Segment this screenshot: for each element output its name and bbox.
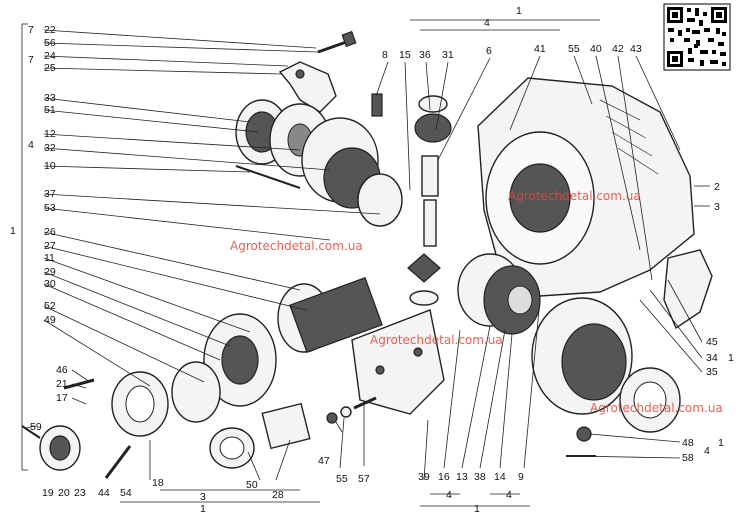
- callout-11: 11: [44, 252, 55, 264]
- callout-13: 13: [456, 471, 468, 483]
- callout-1c: 1: [728, 352, 734, 364]
- callout-15: 15: [399, 49, 411, 61]
- callout-42: 42: [612, 43, 624, 55]
- callout-25: 25: [44, 62, 56, 74]
- watermark-3: Agrotechdetal.com.ua: [370, 333, 503, 347]
- callout-37: 37: [44, 188, 56, 200]
- cover-plate-39: [351, 309, 445, 415]
- callout-41: 41: [534, 43, 546, 55]
- callout-32: 32: [44, 142, 56, 154]
- callout-57: 57: [358, 473, 370, 485]
- callout-18: 18: [152, 477, 164, 489]
- right-hub-assembly: [531, 249, 713, 433]
- callout-46: 46: [56, 364, 68, 376]
- callout-36: 36: [419, 49, 431, 61]
- callout-24: 24: [44, 50, 56, 62]
- callout-23: 23: [74, 487, 86, 499]
- callout-35: 35: [706, 366, 718, 378]
- callout-50: 50: [246, 479, 258, 491]
- callout-3a: 3: [200, 491, 206, 503]
- callout-54: 54: [120, 487, 132, 499]
- callout-44: 44: [98, 487, 110, 499]
- callout-28: 28: [272, 489, 284, 501]
- callout-4b: 4: [704, 445, 710, 457]
- callout-47: 47: [318, 455, 330, 467]
- callout-43: 43: [630, 43, 642, 55]
- callout-10: 10: [44, 160, 56, 172]
- callout-21: 21: [56, 378, 68, 390]
- callout-1a: 1: [10, 225, 16, 237]
- callout-19: 19: [42, 487, 54, 499]
- callout-20: 20: [58, 487, 70, 499]
- callout-7a: 7: [28, 24, 34, 36]
- callout-6: 6: [486, 45, 492, 57]
- callout-1d: 1: [718, 437, 724, 449]
- callout-58: 58: [682, 452, 694, 464]
- callout-40: 40: [590, 43, 602, 55]
- callout-12: 12: [44, 128, 56, 140]
- leader-lines: [21, 19, 710, 507]
- callout-1top: 1: [516, 5, 522, 17]
- callout-33: 33: [44, 92, 56, 104]
- callout-2: 2: [714, 181, 720, 193]
- callout-4d: 4: [506, 489, 512, 501]
- callout-3: 3: [714, 201, 720, 213]
- upper-left-assembly: [235, 99, 403, 227]
- watermark-1: Agrotechdetal.com.ua: [508, 189, 641, 203]
- callout-26: 26: [44, 226, 56, 238]
- callout-29: 29: [44, 266, 56, 278]
- callout-9: 9: [518, 471, 524, 483]
- watermark-4: Agrotechdetal.com.ua: [590, 401, 723, 415]
- callout-labels: 7 22 56 7 24 25 33 51 4 12 32 10 37 53 1…: [10, 5, 734, 515]
- callout-34: 34: [706, 352, 718, 364]
- callout-4top: 4: [484, 17, 490, 29]
- callout-59: 59: [30, 421, 42, 433]
- callout-55b: 55: [336, 473, 348, 485]
- callout-27: 27: [44, 240, 56, 252]
- main-housing: [477, 77, 695, 297]
- callout-14: 14: [494, 471, 506, 483]
- callout-4a: 4: [28, 139, 34, 151]
- qr-code: [663, 3, 731, 71]
- callout-56: 56: [44, 37, 56, 49]
- callout-39: 39: [418, 471, 430, 483]
- callout-52: 52: [44, 300, 56, 312]
- callout-53: 53: [44, 202, 56, 214]
- middle-gear-assembly: [457, 253, 541, 335]
- callout-51: 51: [44, 104, 56, 116]
- bolt-22: [317, 30, 357, 54]
- callout-22: 22: [44, 24, 56, 36]
- callout-55: 55: [568, 43, 580, 55]
- watermark-2: Agrotechdetal.com.ua: [230, 239, 363, 253]
- callout-8: 8: [382, 49, 388, 61]
- lower-small-parts: [21, 378, 596, 479]
- callout-30: 30: [44, 278, 56, 290]
- callout-4c: 4: [446, 489, 452, 501]
- center-pinion-stack: [371, 93, 452, 306]
- callout-49: 49: [44, 314, 56, 326]
- bracket-25: [278, 61, 337, 113]
- callout-1e: 1: [474, 503, 480, 515]
- callout-45: 45: [706, 336, 718, 348]
- callout-48: 48: [682, 437, 694, 449]
- callout-31: 31: [442, 49, 454, 61]
- callout-1b: 1: [200, 503, 206, 515]
- callout-16: 16: [438, 471, 450, 483]
- callout-7b: 7: [28, 54, 34, 66]
- callout-38: 38: [474, 471, 486, 483]
- callout-17: 17: [56, 392, 68, 404]
- left-shaft-assembly: [111, 277, 383, 437]
